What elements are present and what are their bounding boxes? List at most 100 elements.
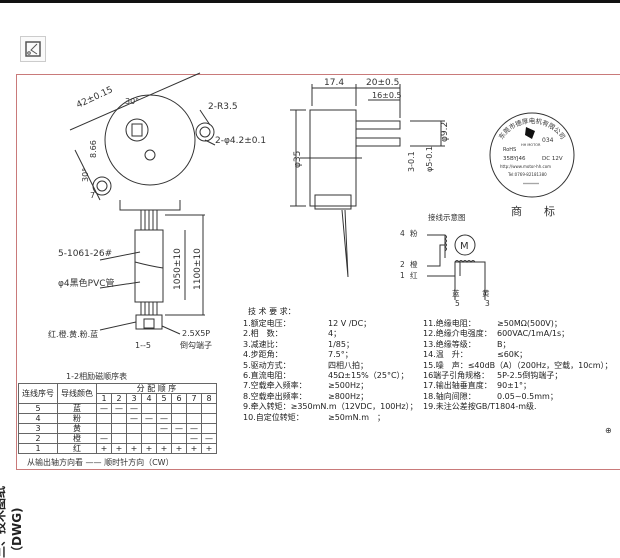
wire-spec: 5-1061-26# xyxy=(58,249,112,259)
step-cell xyxy=(156,403,172,414)
col-dist: 分 配 顺 序 xyxy=(96,383,217,394)
lead-num: 3 xyxy=(485,299,490,308)
lead-color: 黄 xyxy=(482,288,490,298)
table-title: 1-2相励磁顺序表 xyxy=(66,371,127,381)
spec-value: ≤60K； xyxy=(497,350,528,360)
step-cell: + xyxy=(141,443,157,454)
step-cell xyxy=(126,423,142,434)
step-cell xyxy=(111,413,127,424)
step-cell xyxy=(186,413,202,424)
step-cell: — xyxy=(186,423,202,434)
label-rohs: RoHS xyxy=(503,147,516,153)
step-cell: — xyxy=(126,403,142,414)
dim-7: 7 xyxy=(90,191,95,200)
specs-right: 11.绝缘电阻： ≥50MΩ(500V)；12.绝缘介电强度：600VAC/1mA… xyxy=(423,319,613,413)
step-header: 6 xyxy=(171,393,187,404)
dim-offset: 8.66 xyxy=(89,140,98,158)
spec-label: 6.直流电阻： xyxy=(243,370,291,380)
lead-num: 5 xyxy=(455,299,460,308)
wire-colors: 红.橙.黄.粉.蓝 xyxy=(48,329,98,339)
specs-title: 技 术 要 求： xyxy=(248,307,296,316)
spec-row: 13.绝缘等级：B； xyxy=(423,340,613,350)
spec-value: 45Ω±15%（25°C）； xyxy=(328,370,409,380)
shaft-len: 20±0.5 xyxy=(366,78,399,88)
color-cell: 橙 xyxy=(57,433,97,444)
body-len: 17.4 xyxy=(324,78,344,88)
step-cell: + xyxy=(201,443,217,454)
spec-value: 四相八拍； xyxy=(328,360,368,370)
wiring-diagram xyxy=(427,234,486,300)
spec-row: 6.直流电阻： 45Ω±15%（25°C）； xyxy=(243,371,418,381)
step-cell: — xyxy=(156,413,172,424)
step-cell xyxy=(186,403,202,414)
col-seq: 连线序号 xyxy=(18,383,58,404)
tube-spec: φ4黑色PVC管 xyxy=(58,277,115,289)
spec-label: 15.噪 声：≤40dB（A）（200Hz，空载，10cm）； xyxy=(423,360,613,370)
spec-row: 4.步距角：7.5°； xyxy=(243,350,418,360)
step-cell xyxy=(96,423,112,434)
step-cell: + xyxy=(186,443,202,454)
label-brand: HH MOTOR xyxy=(521,143,541,147)
step-cell xyxy=(141,423,157,434)
spec-value: 90±1°； xyxy=(497,381,531,391)
spec-value: 4； xyxy=(328,329,342,339)
seq-cell: 4 xyxy=(18,413,58,424)
seq-cell: 1 xyxy=(18,443,58,454)
step-cell: — xyxy=(171,423,187,434)
spec-value: 0.05~0.5mm； xyxy=(497,391,558,401)
label-voltage: DC 12V xyxy=(542,156,563,162)
step-cell: — xyxy=(186,433,202,444)
step-cell xyxy=(111,423,127,434)
spec-row: 3.减速比：1/85； xyxy=(243,340,418,350)
spec-row: 14.温 升： ≤60K； xyxy=(423,350,613,360)
step-cell xyxy=(156,433,172,444)
spec-value: ≥50MΩ(500V)； xyxy=(497,319,562,328)
lead-num: 1 xyxy=(400,271,405,280)
len-outer: 1100±10 xyxy=(193,248,203,290)
lead-color: 红 xyxy=(410,270,418,280)
step-cell xyxy=(126,433,142,444)
spec-row: 16端子引角规格：5P-2.5倒钩端子； xyxy=(423,371,613,381)
boss: φ9.2 xyxy=(440,122,450,142)
label-code: 034 xyxy=(542,137,554,144)
step-cell xyxy=(141,403,157,414)
spec-row: 19.未注公差按GB/T1804-m级. xyxy=(423,402,613,412)
wiring-title: 接线示意图 xyxy=(428,212,466,222)
spec-label: 14.温 升： xyxy=(423,350,468,360)
table-note: 从输出轴方向看 —— 顺时针方向（CW） xyxy=(27,457,174,467)
step-cell xyxy=(171,433,187,444)
step-cell xyxy=(201,413,217,424)
spec-row: 12.绝缘介电强度：600VAC/1mA/1s； xyxy=(423,329,613,339)
connector-type: 倒勾端子 xyxy=(180,340,212,350)
spec-value: 12 V /DC； xyxy=(328,319,372,328)
specs-left: 1.额定电压：12 V /DC；2.相 数：4；3.减速比：1/85；4.步距角… xyxy=(243,319,418,423)
step-header: 2 xyxy=(111,393,127,404)
step-cell: + xyxy=(156,443,172,454)
spec-label: 12.绝缘介电强度： xyxy=(423,329,492,339)
step-cell: + xyxy=(111,443,127,454)
spec-label: 1.额定电压： xyxy=(243,319,291,328)
seq-cell: 3 xyxy=(18,423,58,434)
step-cell: — xyxy=(111,403,127,414)
side-view xyxy=(290,84,445,278)
seq-cell: 2 xyxy=(18,433,58,444)
step-header: 3 xyxy=(126,393,142,404)
dim-width: 42±0.15 xyxy=(75,85,115,111)
hand-logo-icon xyxy=(525,127,535,139)
spec-value: 1/85； xyxy=(328,339,354,349)
flat: 3-0.1 xyxy=(407,151,416,172)
spec-label: 11.绝缘电阻： xyxy=(423,319,476,328)
spec-label: 9.牵入转矩：≥350mN.m（12VDC，100Hz）； xyxy=(243,402,418,412)
step-cell xyxy=(201,403,217,414)
image-icon[interactable] xyxy=(20,36,46,62)
spec-label: 7.空载牵入频率： xyxy=(243,381,307,391)
motor-symbol: M xyxy=(460,241,469,252)
step-cell: — xyxy=(156,423,172,434)
connector: 2.5X5P xyxy=(182,329,210,338)
step-header: 1 xyxy=(96,393,112,404)
step-cell: + xyxy=(96,443,112,454)
dim-ear-radius: 2-R3.5 xyxy=(208,102,238,112)
spec-label: 10.自定位转矩： xyxy=(243,412,304,422)
